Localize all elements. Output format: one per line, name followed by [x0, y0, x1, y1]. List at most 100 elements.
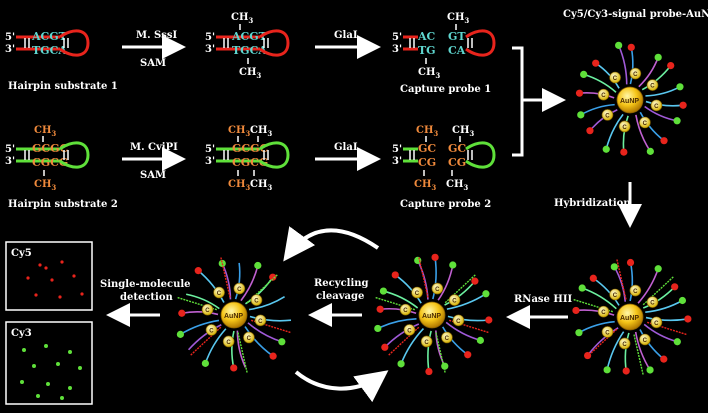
small-particle-icon [639, 116, 651, 129]
row2-arrow1: M. CviPI SAM [122, 142, 186, 181]
row2-hairpin: 5' 3' GCGC CGCG CH3 CH3 Hairpin substrat… [5, 125, 118, 210]
small-particle-icon [205, 324, 218, 336]
cy3-fluorophore [602, 145, 610, 153]
cy3-fluorophore [254, 261, 262, 270]
methyl-group: CH3 [34, 125, 56, 138]
small-particle-icon [243, 331, 255, 344]
cy3-fluorophore [578, 284, 586, 292]
gold-nanoparticle-icon [616, 303, 644, 331]
small-particle-icon [448, 294, 461, 306]
cy5-fluorophore [589, 274, 597, 282]
five-prime-label: 5' [5, 32, 15, 43]
merge-bracket [512, 46, 566, 157]
small-particle-icon [403, 324, 416, 336]
capture-probe-strand [616, 258, 627, 300]
capture-probe-strand [633, 334, 644, 376]
three-prime-label: 3' [205, 44, 215, 55]
small-particle-icon [646, 296, 659, 308]
hybridization-arrow: Hybridization [554, 182, 642, 228]
cy3-fluorophore [673, 117, 681, 125]
cy5-fluorophore [667, 61, 675, 70]
row2-cut-bottom2: CG [448, 156, 466, 169]
cy5-fluorophore [194, 267, 202, 275]
cy5-fluorophore [620, 148, 628, 156]
small-particle-label: C [643, 121, 648, 127]
cy3-fluorophore [476, 336, 484, 344]
detection-label: Single-molecule [100, 279, 191, 290]
row1-methylated: 5' 3' ACGT TGCA CH3 CH3 [205, 12, 290, 80]
cy3-spot [32, 364, 36, 368]
cy5-spot [44, 266, 48, 270]
small-particle-icon [650, 316, 663, 329]
five-prime-label: 5' [392, 144, 402, 155]
signal-probe-strand [249, 315, 292, 322]
cy5-fluorophore [431, 253, 439, 261]
small-particle-icon [201, 303, 214, 316]
aunp-label: AuNP [620, 98, 639, 105]
cy3-fluorophore [646, 366, 654, 374]
methyl-group: CH3 [34, 179, 56, 192]
row1-cut-enzyme: GlaI [334, 30, 358, 41]
row1-cut-bottom2: CA [448, 44, 466, 57]
small-particle-label: C [654, 321, 659, 327]
small-particle-icon [629, 67, 642, 80]
cy5-fluorophore [622, 367, 630, 375]
cy3-spot [46, 382, 50, 386]
rnase-label: RNase HII [514, 294, 573, 305]
small-particle-label: C [237, 287, 242, 293]
signal-probe-strand [437, 264, 454, 301]
five-prime-label: 5' [392, 32, 402, 43]
capture-probe-strand [237, 332, 248, 374]
row1-methyl-seq-bottom: TGCA [232, 44, 267, 57]
row2-arrow2: GlaI [315, 142, 381, 171]
methyl-group: CH3 [250, 125, 272, 138]
small-particle-icon [618, 120, 631, 133]
small-particle-icon [629, 284, 642, 297]
row1-cofactor-label: SAM [140, 58, 166, 69]
small-particle-icon [411, 286, 423, 299]
recycling-label: Recycling [314, 278, 369, 289]
cy5-fluorophore [485, 316, 493, 324]
cy5-fluorophore [572, 306, 580, 315]
three-prime-label: 3' [392, 44, 402, 55]
row1-arrow2: GlaI [315, 30, 381, 59]
row2-probe-label: Capture probe 2 [400, 199, 491, 210]
aunp-label: AuNP [620, 315, 639, 322]
cy3-fluorophore [397, 360, 405, 368]
row1-cut-top2: GT [448, 30, 466, 43]
gold-nanoparticle-icon [616, 86, 644, 114]
methyl-group: CH3 [239, 67, 261, 80]
cy5-fluorophore [269, 352, 277, 360]
cy3-fluorophore [449, 261, 457, 269]
small-particle-label: C [435, 287, 440, 293]
cy3-fluorophore [379, 287, 388, 295]
cy5-fluorophore [660, 137, 668, 145]
small-particle-label: C [654, 104, 659, 110]
methyl-group: CH3 [446, 179, 468, 192]
cy3-spot [68, 386, 72, 390]
cy5-spot [34, 293, 38, 297]
small-particle-label: C [209, 328, 214, 334]
small-particle-label: C [601, 93, 606, 99]
row2-seq-top: GCGC [32, 142, 69, 155]
cy3-dots [20, 344, 82, 400]
rnase-arrow: RNase HII [506, 294, 573, 329]
signal-probe-strand [248, 296, 285, 311]
methyl-group: CH3 [250, 179, 272, 192]
small-particle-icon [609, 71, 621, 84]
three-prime-label: 3' [205, 156, 215, 167]
small-particle-label: C [254, 298, 259, 304]
small-particle-icon [452, 314, 465, 327]
small-particle-label: C [456, 319, 461, 325]
row1-arrow1: M. SssI SAM [122, 30, 186, 69]
hybridization-label: Hybridization [554, 198, 631, 209]
methyl-group: CH3 [228, 179, 250, 192]
cy3-fluorophore [654, 265, 662, 273]
small-particle-label: C [650, 300, 655, 306]
small-particle-icon [399, 303, 412, 316]
cy3-spot [22, 348, 26, 352]
small-particle-label: C [247, 336, 252, 342]
